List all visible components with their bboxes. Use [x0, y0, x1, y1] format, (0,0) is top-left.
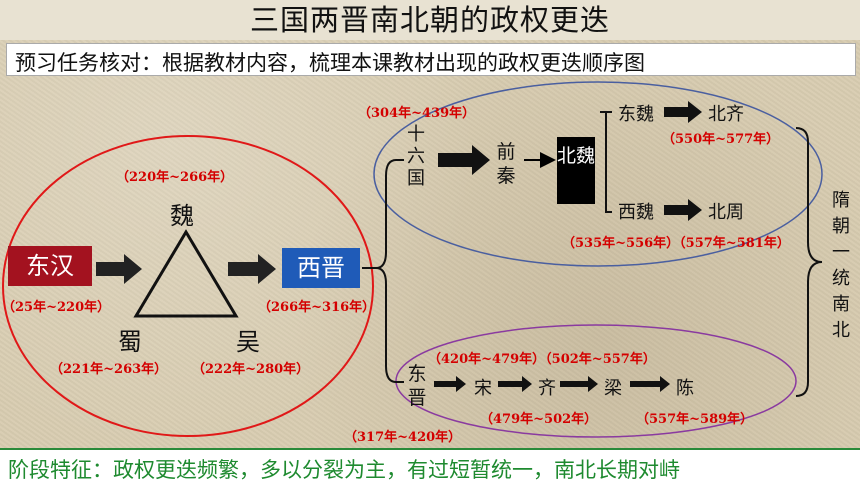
- date-qi: （479年~502年）: [480, 412, 598, 427]
- date-dong-han: （25年~220年）: [2, 300, 111, 315]
- arrow-16-qianqin: [438, 145, 490, 175]
- date-bei-qi: （550年~577年）: [662, 132, 780, 147]
- arrow-song-qi: [498, 376, 532, 392]
- date-xi-wei-bei-zhou: （535年~556年）（557年~581年）: [562, 236, 790, 251]
- subtitle-box: 预习任务核对：根据教材内容，梳理本课教材出现的政权更迭顺序图: [6, 43, 856, 76]
- node-song: 宋: [474, 378, 492, 399]
- node-bei-zhou: 北周: [708, 202, 744, 223]
- date-song-liang: （420年~479年）（502年~557年）: [428, 352, 656, 367]
- node-xi-jin: 西晋: [282, 248, 360, 288]
- sui-brace: [795, 127, 823, 397]
- node-shiliuguo: 十六国: [407, 124, 425, 189]
- node-xi-wei: 西魏: [618, 202, 654, 223]
- subtitle: 预习任务核对：根据教材内容，梳理本课教材出现的政权更迭顺序图: [15, 51, 645, 75]
- arrow-dongwei-beiqi: [664, 101, 702, 123]
- three-kingdoms-ellipse: [2, 135, 374, 437]
- node-wu: 吴: [236, 328, 260, 356]
- branch-left-brace: [362, 159, 404, 383]
- arrow-liang-chen: [630, 376, 670, 392]
- triangle: [133, 229, 239, 318]
- date-shu: （221年~263年）: [50, 362, 168, 377]
- date-wei: （220年~266年）: [116, 170, 234, 185]
- date-xi-jin: （266年~316年）: [258, 300, 376, 315]
- node-dong-han: 东汉: [8, 246, 92, 286]
- date-dong-jin: （317年~420年）: [344, 430, 462, 445]
- date-chen: （557年~589年）: [636, 412, 754, 427]
- node-qi: 齐: [538, 378, 556, 399]
- page-title: 三国两晋南北朝的政权更迭: [249, 3, 610, 37]
- node-shu: 蜀: [118, 328, 142, 356]
- node-wei: 魏: [170, 202, 194, 230]
- node-bei-wei: 北魏: [557, 137, 595, 204]
- arrow-dongjin-song: [434, 376, 466, 392]
- arrow-triangle-jin: [228, 254, 276, 284]
- node-dong-wei: 东魏: [618, 104, 654, 125]
- date-wu: （222年~280年）: [192, 362, 310, 377]
- feature-box: 阶段特征：政权更迭频繁，多以分裂为主，有过短暂统一，南北长期对峙: [0, 448, 860, 484]
- node-sui: 隋朝一统南北: [832, 190, 850, 341]
- north-ellipse: [373, 81, 823, 267]
- beiwei-split: [600, 111, 612, 213]
- arrow-han-triangle: [96, 254, 142, 284]
- node-chen: 陈: [676, 378, 694, 399]
- node-liang: 梁: [604, 378, 622, 399]
- date-shiliuguo: （304年~439年）: [358, 106, 476, 121]
- title-bar: 三国两晋南北朝的政权更迭: [0, 0, 860, 40]
- arrow-xiwei-beizhou: [664, 199, 702, 221]
- node-dong-jin: 东晋: [407, 363, 427, 409]
- node-qian-qin: 前秦: [496, 141, 516, 187]
- stage-feature: 阶段特征：政权更迭频繁，多以分裂为主，有过短暂统一，南北长期对峙: [8, 458, 680, 482]
- node-bei-qi: 北齐: [708, 104, 744, 125]
- arrow-qi-liang: [560, 376, 598, 392]
